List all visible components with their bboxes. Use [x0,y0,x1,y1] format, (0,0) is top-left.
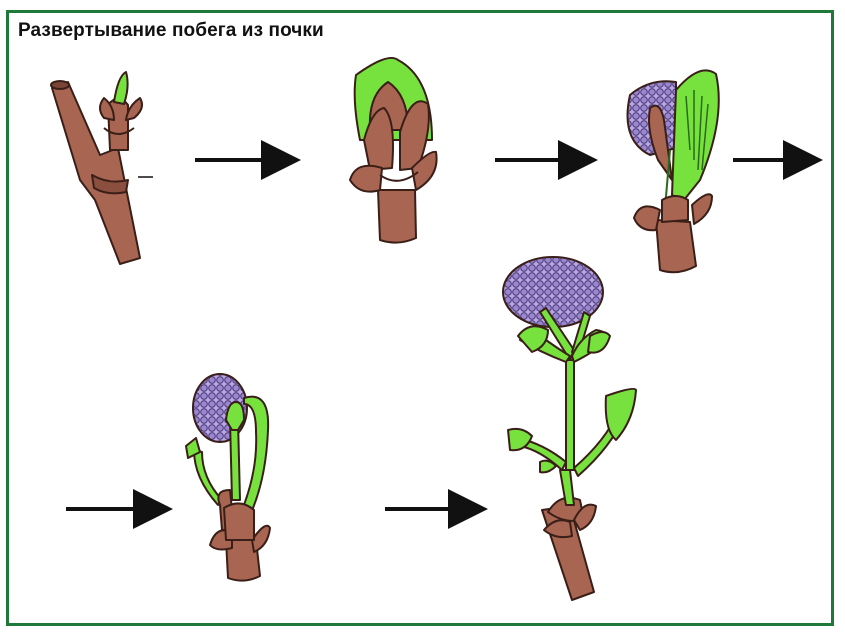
opening-bud-icon [626,69,720,274]
twig-with-bud-icon [50,71,153,265]
swelling-bud-icon [349,56,438,244]
developed-shoot-icon [502,256,637,601]
emerging-inflorescence-icon [185,373,271,582]
diagram-title: Развертывание побега из почки [18,20,324,41]
